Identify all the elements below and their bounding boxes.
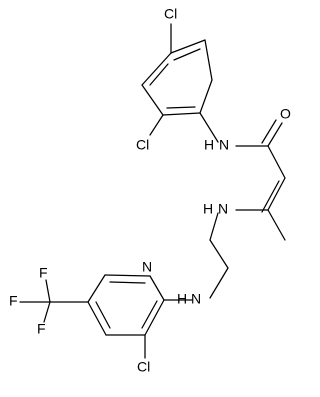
chemical-structure: Cl Cl H N O H N N H N Cl F F F — [9, 6, 291, 375]
bond-py-c6-c5 — [87, 274, 106, 303]
bond-ring1-inner-1 — [173, 48, 201, 61]
bond-carbonyl-o-2 — [261, 119, 277, 144]
bond-py-inner-2 — [95, 301, 111, 329]
bond-ring1-c3-c4 — [199, 79, 213, 114]
bond-ring1-c6-c1 — [141, 52, 172, 86]
bond-carbonyl-alpha — [267, 145, 286, 179]
bond-enamine-n-ch2 — [209, 212, 219, 241]
bond-ring1-c2-c3 — [204, 39, 213, 81]
bond-ring1-c1-c2 — [170, 39, 206, 54]
bond-py-c5-c4 — [87, 301, 107, 336]
bond-ring1-inner-3 — [149, 63, 169, 86]
atom-cf3-f3: F — [37, 321, 46, 337]
bond-ring1-inner-2 — [166, 106, 196, 109]
bond-ring1-c4-c5 — [162, 112, 201, 116]
atom-pyridine-n: N — [142, 259, 152, 275]
atom-cl-pyridine: Cl — [137, 359, 150, 375]
atom-amine-n: N — [191, 291, 201, 307]
atom-amide-h: H — [204, 137, 214, 153]
atom-cf3-f1: F — [39, 265, 48, 281]
bond-ring1-c5-c6 — [141, 84, 164, 116]
atom-cf3-f2: F — [9, 293, 18, 309]
bond-ch2-ch2 — [209, 239, 229, 269]
bond-py-n1-c6 — [104, 274, 151, 277]
atom-amine-h: H — [177, 291, 187, 307]
atom-enamine-h: H — [203, 201, 213, 217]
atom-amide-n: N — [219, 137, 229, 153]
bond-py-inner-1 — [109, 281, 146, 284]
atom-enamine-n: N — [218, 201, 228, 217]
dichlorophenyl-ring — [141, 39, 213, 116]
bond-beta-methyl — [267, 209, 286, 241]
bond-carbonyl-o-1 — [267, 122, 283, 147]
pyridine-ring — [87, 274, 165, 336]
bond-cf3-f1 — [45, 279, 51, 303]
atom-carbonyl-o: O — [280, 106, 291, 122]
bond-py-c2-n1 — [149, 275, 165, 301]
bond-ch2-amine-n — [209, 267, 229, 299]
bond-py-c3-c2 — [144, 299, 165, 336]
atom-cl-ortho: Cl — [136, 137, 149, 153]
bond-cf3-f3 — [43, 301, 51, 323]
bond-aryl-amide-n — [199, 112, 219, 143]
bond-alpha-beta-1 — [267, 177, 286, 211]
bond-alpha-beta-2 — [261, 180, 280, 213]
bond-cl-ortho — [149, 114, 164, 136]
bond-py-inner-3 — [141, 300, 158, 329]
atom-cl-para: Cl — [164, 6, 177, 22]
